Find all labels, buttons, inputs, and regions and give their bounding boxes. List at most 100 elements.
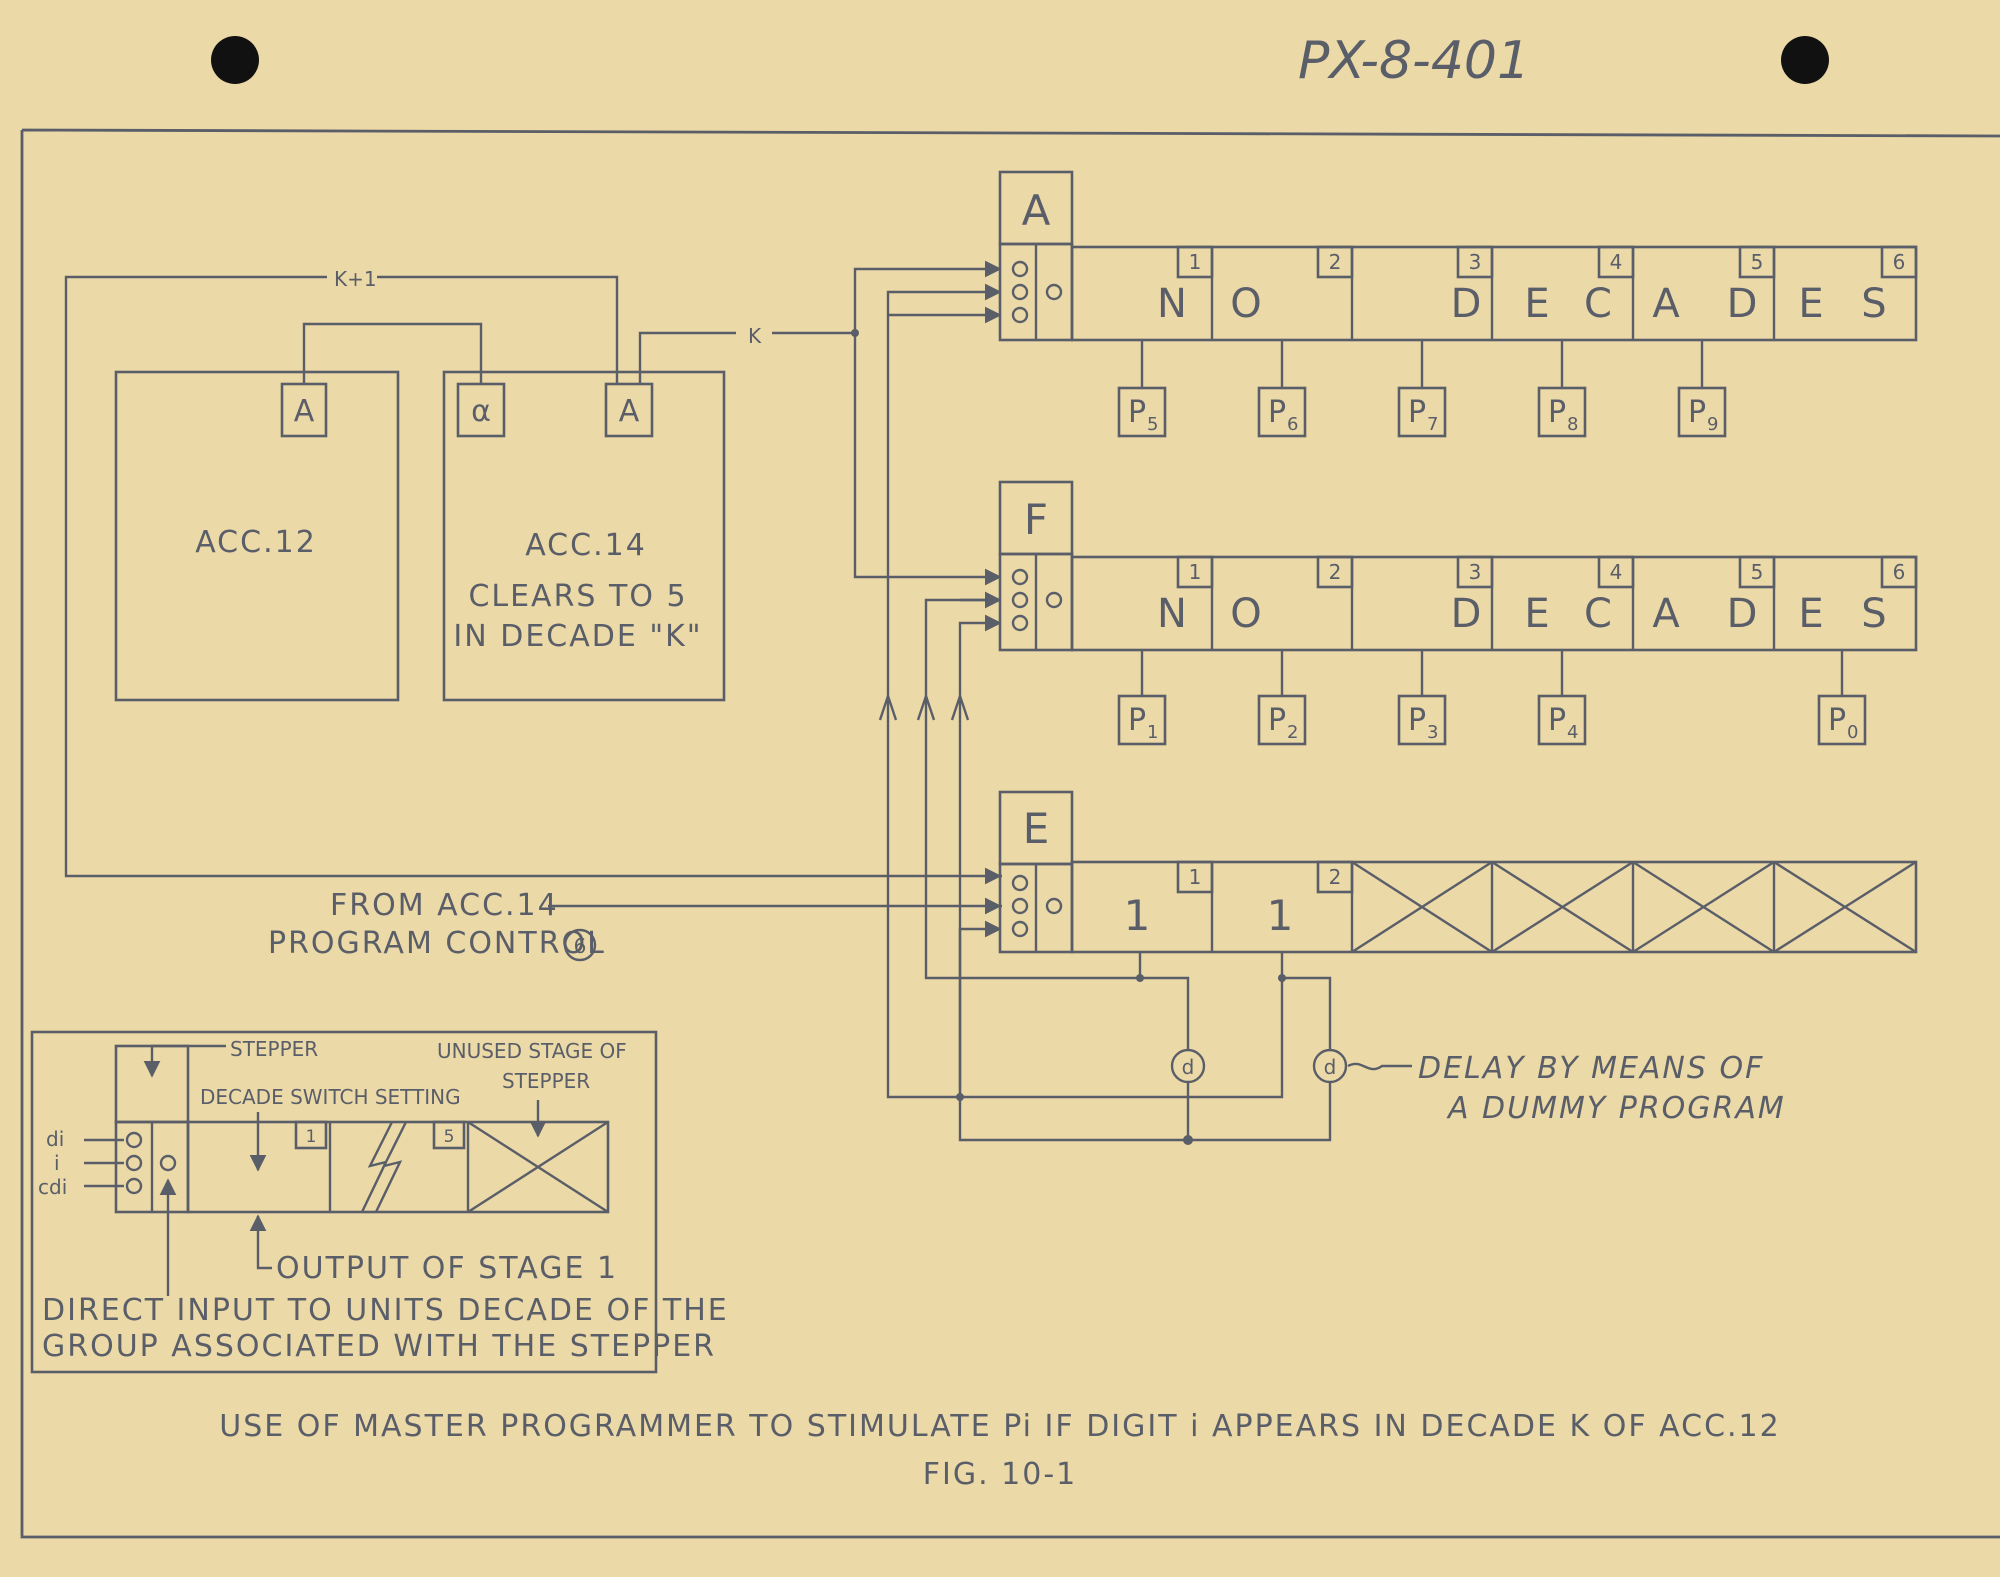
legend-stage-1: 1 [306,1127,317,1147]
stepper-F-stage-box [1597,555,1635,589]
stepper-F-stage-number: 5 [1751,560,1764,584]
legend-stage-5: 5 [444,1127,455,1147]
program-box [1117,694,1167,746]
wire-delay1-to-f-cdi [958,621,1190,1142]
stepper-F-stage-number: 1 [1189,560,1202,584]
program-box [1817,694,1867,746]
delay-note-line2: A DUMMY PROGRAM [1446,1091,1786,1126]
stepper-E: E 1 2 1 1 [998,790,1918,954]
program-box [1677,386,1727,438]
legend-unused-line1: UNUSED STAGE OF [437,1039,627,1063]
stepper-F-letter: A [1652,591,1680,637]
program-box [1537,386,1587,438]
stepper-A-decades [1070,245,1918,342]
stepper-A-stage-box [1316,245,1354,279]
stepper-F-stage-box [1880,555,1918,589]
acc14-note-line1: CLEARS TO 5 [468,579,687,614]
acc14-alpha-label: α [471,394,491,429]
delay-2-symbol: d [1324,1055,1337,1079]
stepper-F-stage-number: 4 [1610,560,1623,584]
stepper-F-letter: E [1798,591,1823,637]
stepper-F-letter: D [1451,591,1482,637]
delay-note-line1: DELAY BY MEANS OF [1418,1051,1764,1086]
stepper-F-name: F [1024,495,1048,544]
program-label: P [1828,703,1846,738]
stepper-E-name: E [1023,804,1050,853]
stepper-A-stage-box [1176,245,1214,279]
legend-unused-line2: STEPPER [502,1069,590,1093]
program-box [1257,694,1307,746]
stepper-F-stage-number: 3 [1469,560,1482,584]
stepper-F-stage-number: 2 [1329,560,1342,584]
stepper-A-stage-box [1456,245,1494,279]
wire-k-plus-1-label: K+1 [334,267,377,291]
stepper-A-stage-number: 6 [1893,250,1906,274]
program-label: P [1268,703,1286,738]
stepper-A-stage-number: 4 [1610,250,1623,274]
legend-direct-line2: GROUP ASSOCIATED WITH THE STEPPER [42,1329,716,1364]
stepper-F-decades [1070,555,1918,652]
wire-delay2-join [1188,1082,1332,1142]
program-box [1397,694,1447,746]
program-label: P [1408,395,1426,430]
stepper-E-stage-2: 2 [1329,865,1342,889]
legend-input-i: i [54,1151,60,1175]
stepper-F: F [998,480,1918,652]
punch-hole-left [211,36,259,84]
wire-e1-to-f-i [924,598,1140,980]
stepper-F-stage-number: 6 [1893,560,1906,584]
acc12-label: ACC.12 [195,525,317,560]
legend-decade-switch-label: DECADE SWITCH SETTING [200,1085,461,1109]
stepper-A-stage-number: 2 [1329,250,1342,274]
acc14-a-terminal [604,382,654,438]
legend-stepper-label: STEPPER [230,1037,318,1061]
legend-direct-line1: DIRECT INPUT TO UNITS DECADE OF THE [42,1293,729,1328]
wire-e-stage2-out [1280,952,1332,1050]
stepper-E-unused-stage-6 [1773,860,1917,954]
acc14-box [442,370,726,702]
stepper-A-stage-box [1597,245,1635,279]
acc14-a-label: A [619,394,640,429]
wire-acc12-to-acc14 [302,322,483,384]
program-box [1537,694,1587,746]
program-box [1397,386,1447,438]
stepper-F-letter: O [1230,591,1261,637]
stepper-F-letter: N [1157,591,1187,637]
legend: 1 5 di i cdi STEPPER UNUSED STAGE OF STE… [30,1030,729,1374]
program-label: P [1268,395,1286,430]
program-box [1257,386,1307,438]
stepper-E-unused-stage-4 [1491,860,1634,954]
delay-1-symbol: d [1182,1055,1195,1079]
stepper-A-letter: D [1727,281,1758,327]
legend-input-di: di [46,1127,64,1151]
stepper-A-stage-number: 1 [1189,250,1202,274]
program-subscript: 8 [1567,414,1578,435]
wire-to-e-cdi [958,927,1000,1097]
stepper-A-stage-number: 5 [1751,250,1764,274]
stepper-A-stage-number: 3 [1469,250,1482,274]
stepper-A-stage-box [1738,245,1776,279]
wire-k-junction [851,329,859,337]
acc12-box [114,370,400,702]
stepper-A-letter: N [1157,281,1187,327]
legend-box [30,1030,658,1374]
stepper-A-letter: D [1451,281,1482,327]
legend-output-label: OUTPUT OF STAGE 1 [276,1251,618,1286]
program-subscript: 7 [1427,414,1438,435]
wire-k-plus-1 [64,275,1002,878]
program-subscript: 5 [1147,414,1158,435]
stepper-F-stage-box [1456,555,1494,589]
wire-e2-to-a-i [886,290,1284,1099]
caption-figure: FIG. 10-1 [923,1457,1078,1492]
acc12-terminal-label: A [294,394,315,429]
stepper-F-letter: D [1727,591,1758,637]
program-label: P [1688,395,1706,430]
stepper-E-cell-1: 1 [1124,891,1151,940]
program-label: P [1128,703,1146,738]
wire-e-stage1-out [1138,952,1190,1050]
stepper-A-stage-box [1880,245,1918,279]
program-control-label: PROGRAM CONTROL [268,926,606,961]
